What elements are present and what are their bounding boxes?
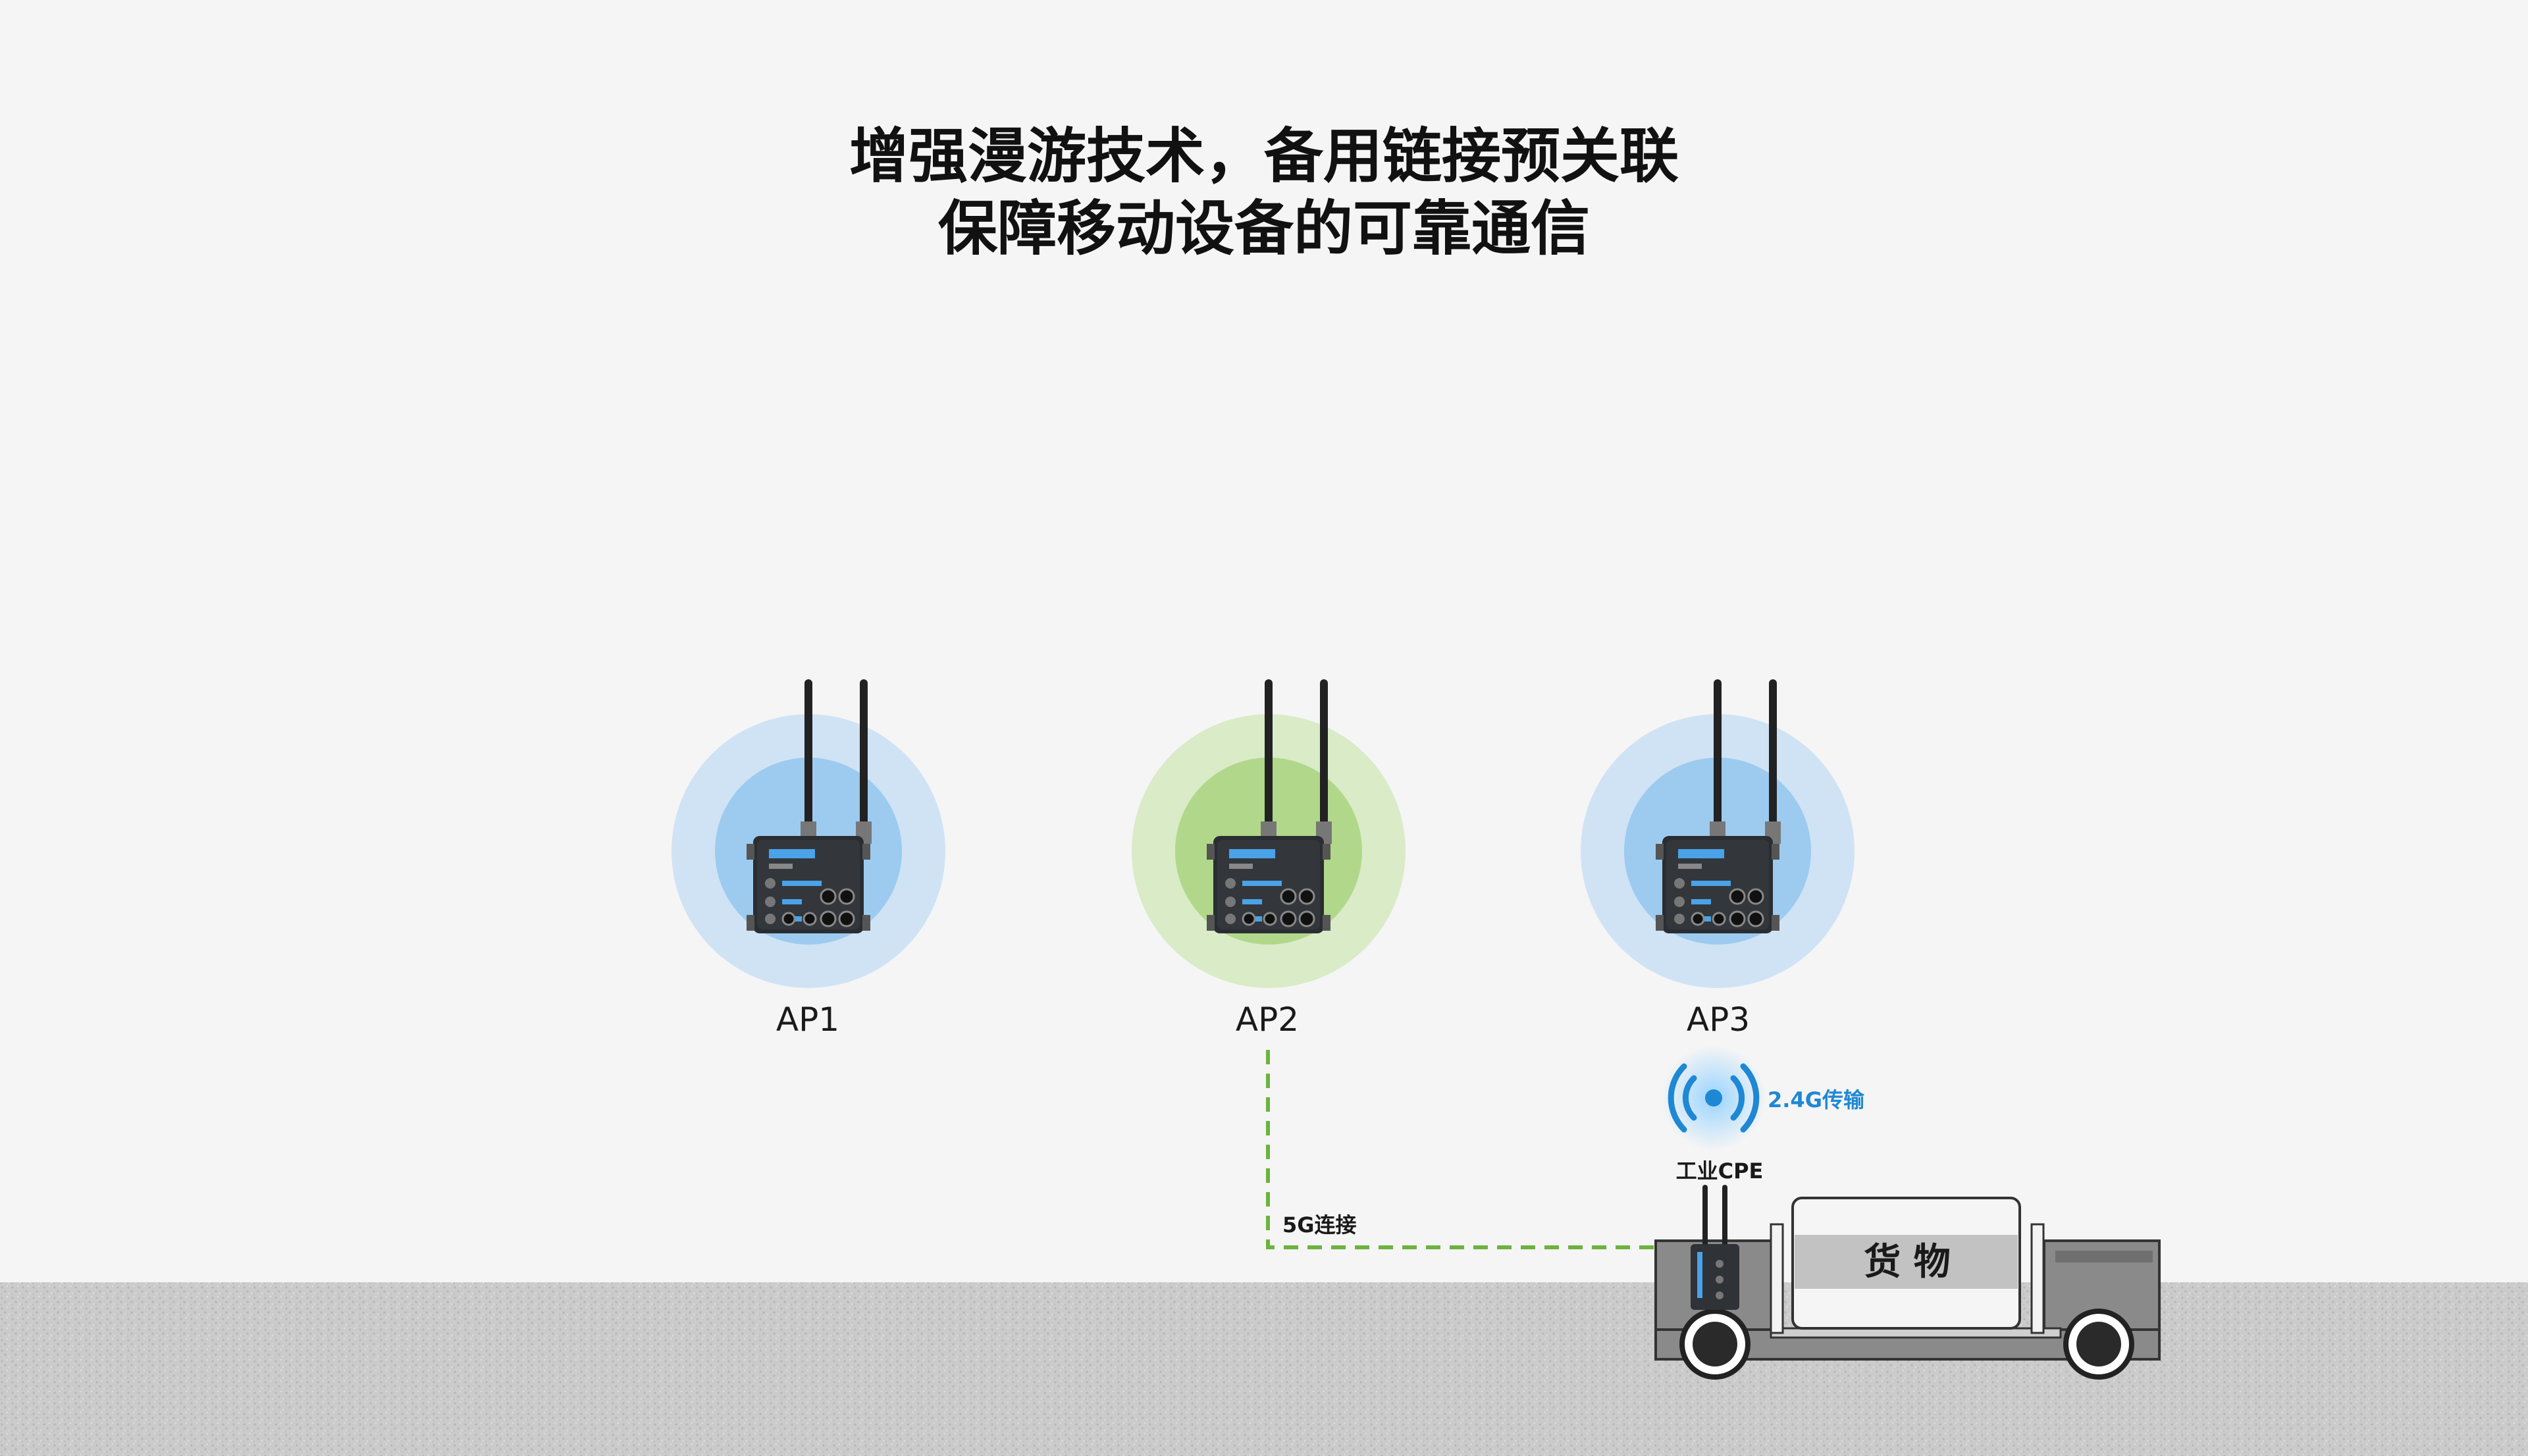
- cargo-label: 货 物: [1864, 1241, 1951, 1284]
- ap2-node: [1132, 678, 1406, 988]
- ap1-label: AP1: [776, 1001, 839, 1039]
- agv-vehicle: [1654, 1185, 2161, 1380]
- cpe-label: 工业CPE: [1676, 1158, 1764, 1183]
- backup-link-label: 5G连接: [1282, 1212, 1357, 1237]
- ap3-node: [1581, 678, 1855, 988]
- title-line-1: 增强漫游技术，备用链接预关联: [849, 122, 1679, 191]
- ap1-node: [672, 678, 945, 988]
- backup-link-line: [1266, 1050, 1659, 1249]
- wireless-label: 2.4G传输: [1768, 1087, 1865, 1112]
- cpe-device-icon: [1691, 1185, 1739, 1310]
- agv-tray: [1770, 1327, 2062, 1339]
- title-line-2: 保障移动设备的可靠通信: [938, 194, 1590, 263]
- cargo-label-band: [1795, 1235, 2018, 1289]
- ap2-label: AP2: [1236, 1001, 1299, 1039]
- ap3-label: AP3: [1687, 1001, 1750, 1039]
- wifi-signal-icon: [1661, 1045, 1766, 1151]
